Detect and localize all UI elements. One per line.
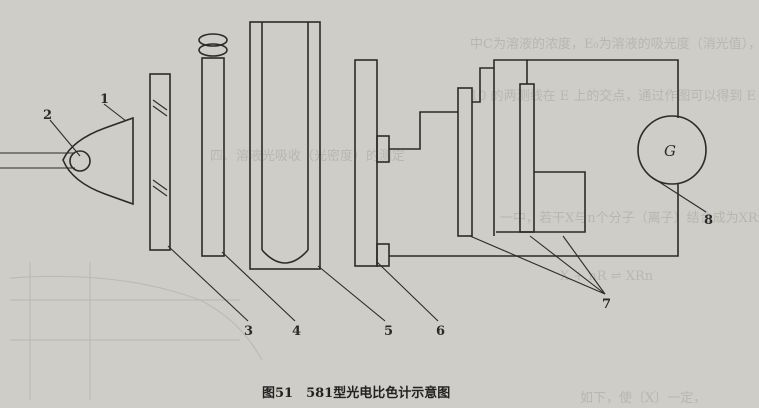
galvanometer: G (637, 115, 707, 185)
bg-text-line4: 一中，若干X与n个分子（离子）结合成为XRn，可以通 (500, 210, 759, 226)
label-3: 3 (244, 324, 253, 339)
background-page-text: 中C为溶液的浓度，E₀为溶液的吸光度（消光值），E₁为实测得 10 的两测线在 … (210, 36, 759, 406)
bg-text-line2: 10 的两测线在 E 上的交点，通过作图可以得到 E 的数值。 (470, 88, 759, 104)
background-graph-bleed (9, 262, 263, 400)
circuit-wires (389, 59, 679, 257)
bg-text-line5: X + nR ⇌ XRn (560, 269, 654, 284)
aperture-plate (198, 33, 228, 257)
component-labels: 1 2 3 4 5 6 7 8 (43, 92, 713, 339)
figure-caption: 图51 581型光电比色计示意图 (262, 385, 450, 401)
cuvette (249, 21, 321, 270)
label-4: 4 (292, 324, 301, 339)
label-5: 5 (384, 324, 393, 339)
label-1: 1 (100, 92, 109, 107)
resistor-right (519, 83, 535, 233)
label-7: 7 (602, 297, 611, 312)
bg-text-line1: 中C为溶液的浓度，E₀为溶液的吸光度（消光值），E₁为实测得 (470, 36, 759, 52)
reflector (62, 116, 134, 206)
resistor-left (457, 87, 473, 237)
galvanometer-symbol: G (664, 142, 676, 160)
filter-plate (149, 73, 171, 251)
leader-lines (49, 103, 707, 322)
bg-text-line6: 如下，使〔X〕一定， (580, 390, 706, 406)
label-6: 6 (436, 324, 445, 339)
lamp-bulb (69, 150, 91, 172)
lamp-rod (0, 152, 75, 169)
label-8: 8 (704, 213, 713, 228)
label-2: 2 (43, 108, 52, 123)
